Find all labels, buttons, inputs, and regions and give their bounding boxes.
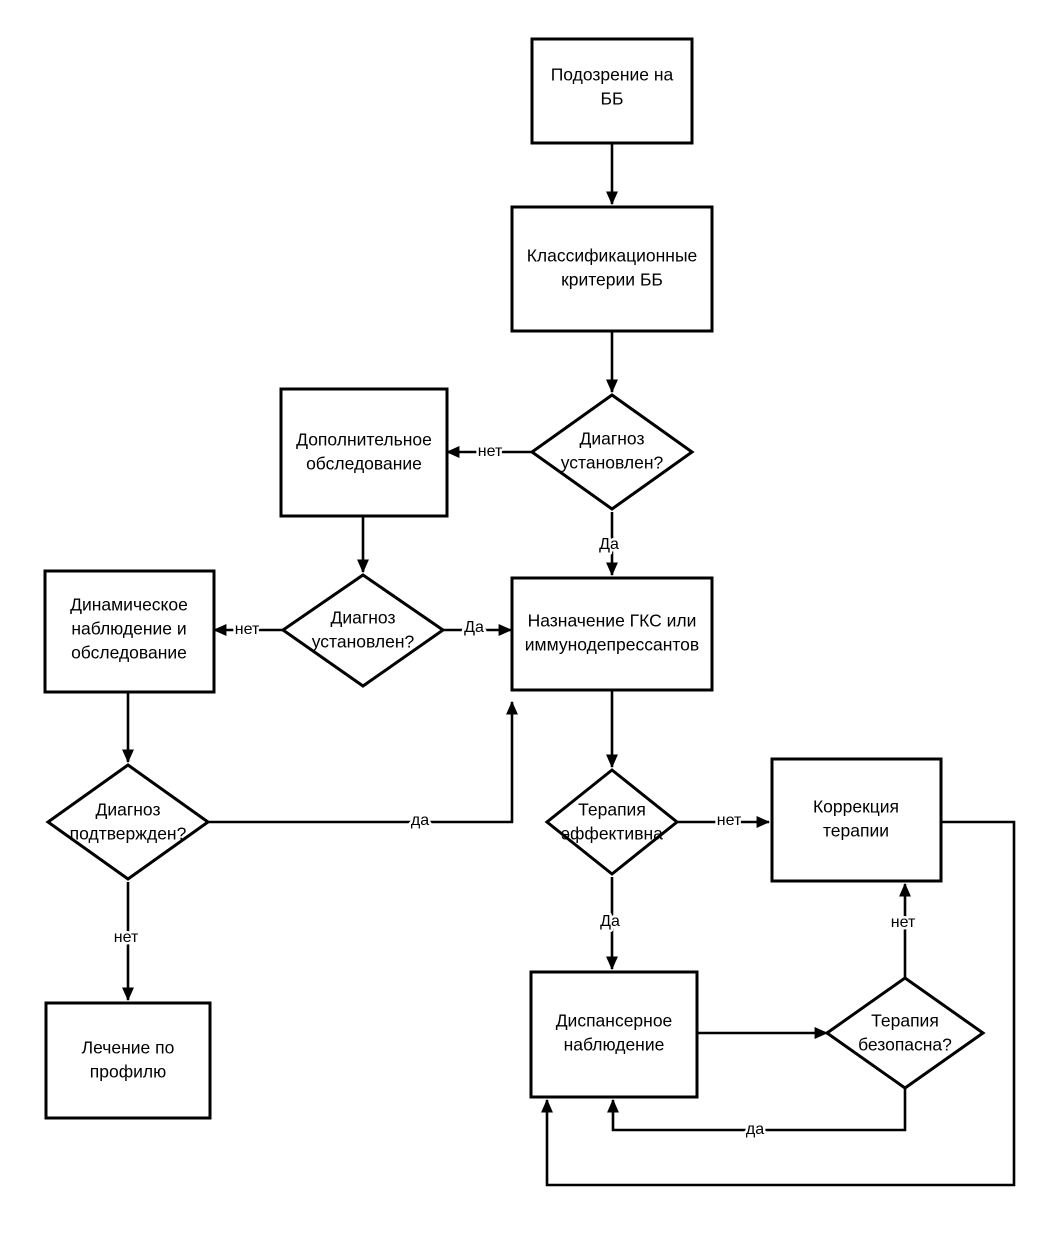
node-additional-examination-shape <box>279 387 449 518</box>
edge-labels: нет Да нет Да да нет нет Да нет да <box>111 441 918 1141</box>
node-dynamic-observation[interactable]: Динамическое наблюдение и обследование <box>43 569 216 694</box>
node-dispensary-observation-line-0: Диспансерное <box>556 1011 673 1031</box>
node-classification-criteria-line-0: Классификационные <box>527 246 698 266</box>
node-diagnosis-confirmed-shape <box>45 763 211 881</box>
node-therapy-safe-line-0: Терапия <box>871 1011 939 1031</box>
node-additional-examination[interactable]: Дополнительное обследование <box>279 387 449 518</box>
node-dispensary-observation[interactable]: Диспансерное наблюдение <box>529 970 699 1099</box>
node-diagnosis-established-2-shape <box>280 573 446 688</box>
node-diagnosis-confirmed-line-1: подтвержден? <box>70 824 187 844</box>
node-dynamic-observation-line-1: наблюдение и <box>71 619 186 639</box>
node-therapy-safe-line-1: безопасна? <box>858 1035 952 1055</box>
node-dispensary-observation-shape <box>529 970 699 1099</box>
node-diagnosis-confirmed-line-0: Диагноз <box>96 800 161 820</box>
nodes: Подозрение на ББ Классификационные крите… <box>43 37 986 1120</box>
node-diagnosis-established-2-line-1: установлен? <box>312 632 415 652</box>
edge-label-n8-n9: нет <box>114 929 139 946</box>
node-suspicion-bb-line-0: Подозрение на <box>551 65 674 85</box>
node-therapy-effective-shape <box>544 768 680 876</box>
edge-label-n13-n11: нет <box>891 914 916 931</box>
node-profile-treatment-line-0: Лечение по <box>82 1038 175 1058</box>
node-therapy-effective-line-0: Терапия <box>578 800 646 820</box>
node-diagnosis-established-2-line-0: Диагноз <box>331 608 396 628</box>
node-classification-criteria-line-1: критерии ББ <box>561 270 663 290</box>
node-profile-treatment-line-1: профилю <box>90 1062 166 1082</box>
node-diagnosis-established-1-line-1: установлен? <box>561 453 664 473</box>
node-dynamic-observation-line-0: Динамическое <box>70 595 188 615</box>
node-therapy-correction-line-0: Коррекция <box>813 797 899 817</box>
edge-label-n3-n4: нет <box>478 443 503 460</box>
node-additional-examination-line-1: обследование <box>306 454 422 474</box>
node-dynamic-observation-shape <box>43 569 216 694</box>
node-prescribe-gks-line-1: иммунодепрессантов <box>525 635 699 655</box>
node-suspicion-bb-line-1: ББ <box>601 89 624 109</box>
node-classification-criteria[interactable]: Классификационные критерии ББ <box>510 205 714 333</box>
edge-label-n10-n11: нет <box>717 812 742 829</box>
node-prescribe-gks-shape <box>510 576 714 692</box>
node-profile-treatment[interactable]: Лечение по профилю <box>44 1001 212 1120</box>
node-diagnosis-established-2[interactable]: Диагноз установлен? <box>280 573 446 688</box>
node-therapy-safe[interactable]: Терапия безопасна? <box>824 976 986 1090</box>
edge-label-n10-n12: Да <box>600 913 620 930</box>
node-prescribe-gks[interactable]: Назначение ГКС или иммунодепрессантов <box>510 576 714 692</box>
node-therapy-effective-line-1: эффективна <box>561 824 663 844</box>
node-suspicion-bb[interactable]: Подозрение на ББ <box>530 37 694 145</box>
node-prescribe-gks-line-0: Назначение ГКС или <box>528 611 697 631</box>
node-therapy-correction-line-1: терапии <box>823 821 889 841</box>
node-suspicion-bb-shape <box>530 37 694 145</box>
edge-label-n8-n7: да <box>411 812 429 829</box>
node-dispensary-observation-line-1: наблюдение <box>564 1035 665 1055</box>
node-diagnosis-established-1-line-0: Диагноз <box>580 429 645 449</box>
node-therapy-correction-shape <box>770 757 943 883</box>
node-diagnosis-confirmed[interactable]: Диагноз подтвержден? <box>45 763 211 881</box>
edge-label-n13-n12: да <box>746 1121 764 1138</box>
node-therapy-safe-shape <box>824 976 986 1090</box>
node-profile-treatment-shape <box>44 1001 212 1120</box>
node-therapy-correction[interactable]: Коррекция терапии <box>770 757 943 883</box>
connectors <box>122 143 1016 1187</box>
edge-label-n3-n7: Да <box>599 536 619 553</box>
node-therapy-effective[interactable]: Терапия эффективна <box>544 768 680 876</box>
edge-n8-n7 <box>208 700 518 824</box>
node-classification-criteria-shape <box>510 205 714 333</box>
edge-label-n5-n7: Да <box>464 619 484 636</box>
edge-label-n5-n6: нет <box>235 621 260 638</box>
edge-n11-n12 <box>541 820 1016 1187</box>
node-dynamic-observation-line-2: обследование <box>71 643 187 663</box>
node-additional-examination-line-0: Дополнительное <box>296 430 432 450</box>
node-diagnosis-established-1[interactable]: Диагноз установлен? <box>529 393 695 511</box>
edge-n13-n12 <box>607 1088 907 1132</box>
node-diagnosis-established-1-shape <box>529 393 695 511</box>
